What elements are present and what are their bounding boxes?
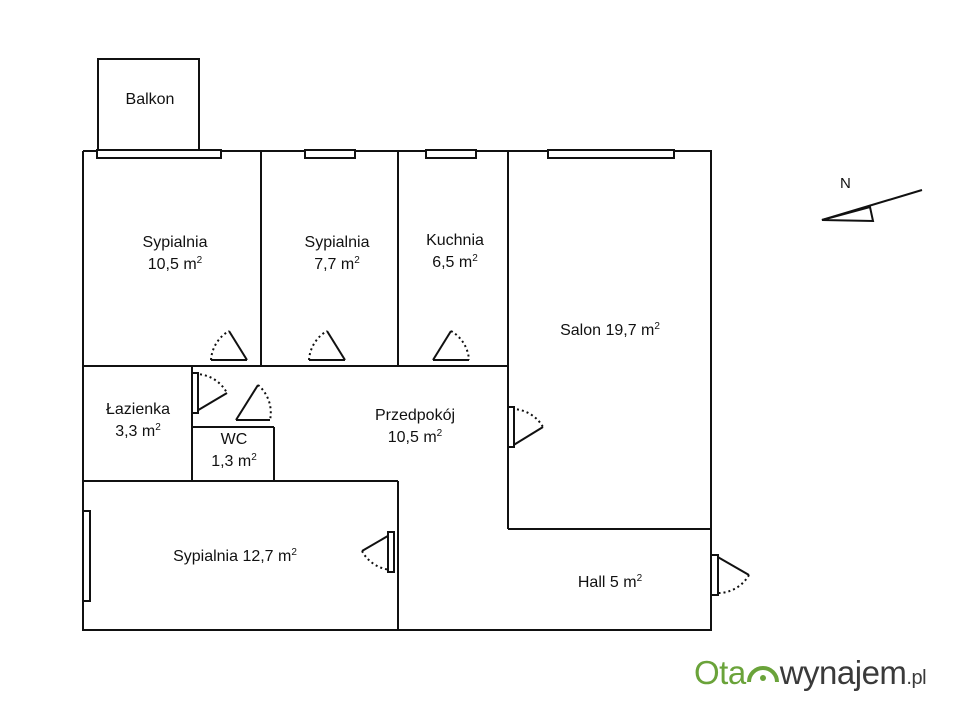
room-label-sypialnia-3: Sypialnia 12,7 m2 bbox=[173, 547, 297, 566]
room-label-przedpokoj: Przedpokój 10,5 m2 bbox=[374, 407, 456, 446]
room-label-salon: Salon 19,7 m2 bbox=[560, 321, 660, 340]
room-label-sypialnia-2: Sypialnia 7,7 m2 bbox=[304, 234, 370, 273]
window bbox=[547, 149, 675, 159]
door bbox=[715, 555, 750, 595]
room-label-lazienka: Łazienka 3,3 m2 bbox=[105, 401, 171, 440]
outer-wall bbox=[82, 150, 712, 631]
door bbox=[308, 330, 346, 361]
window bbox=[82, 510, 91, 602]
window bbox=[304, 149, 356, 159]
door bbox=[235, 384, 272, 421]
door bbox=[432, 330, 470, 361]
window bbox=[96, 149, 222, 159]
room-label-balkon: Balkon bbox=[125, 91, 175, 108]
window bbox=[425, 149, 477, 159]
room-label-hall: Hall 5 m2 bbox=[577, 573, 643, 592]
room-label-kuchnia: Kuchnia 6,5 m2 bbox=[426, 232, 484, 271]
door bbox=[210, 330, 248, 361]
room-label-sypialnia-1: Sypialnia 10,5 m2 bbox=[142, 234, 208, 273]
logo-arch-icon bbox=[746, 666, 779, 683]
door bbox=[194, 372, 228, 413]
compass-label: N bbox=[840, 175, 851, 192]
door bbox=[511, 408, 544, 447]
room-label-wc: WC 1,3 m2 bbox=[211, 431, 257, 470]
compass-arrow-icon bbox=[821, 189, 923, 223]
